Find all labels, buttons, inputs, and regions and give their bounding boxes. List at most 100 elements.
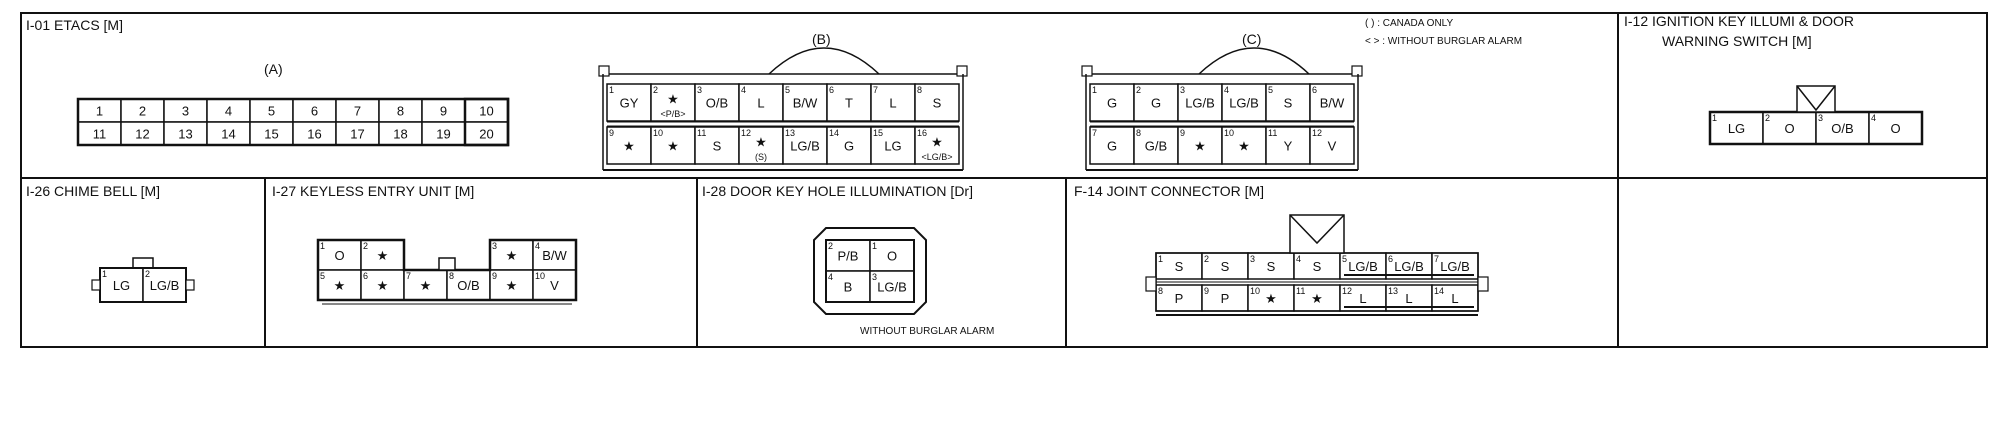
terminal-wire-color: S bbox=[1175, 259, 1184, 274]
terminal-cell-box bbox=[1177, 126, 1223, 165]
terminal-pin-number: 3 bbox=[1250, 254, 1255, 264]
terminal-wire-color: ★ bbox=[667, 139, 679, 154]
terminal-cell: 9★ bbox=[1177, 126, 1223, 165]
terminal-pin-number: 5 bbox=[1342, 254, 1347, 264]
terminal-cell: 1O bbox=[317, 239, 362, 271]
terminal-pin-number: 1 bbox=[102, 269, 107, 279]
terminal-number: 9 bbox=[440, 104, 447, 119]
terminal-cell: 10 ★ bbox=[650, 126, 696, 165]
terminal-cell: 9★ bbox=[606, 126, 652, 165]
terminal-cell-box bbox=[1265, 126, 1311, 165]
terminal-cell: 4B bbox=[825, 270, 871, 303]
terminal-cell: 6T bbox=[826, 83, 872, 122]
panel-i28-door-key-hole-illumination: I-28 DOOR KEY HOLE ILLUMINATION [Dr] 2P/… bbox=[702, 183, 994, 337]
terminal-cell-box bbox=[870, 83, 916, 122]
terminal-cell: 5S bbox=[1265, 83, 1311, 122]
terminal-cell: 16★<LG/B> bbox=[914, 126, 960, 165]
terminal-number: 8 bbox=[397, 104, 404, 119]
terminal-cell: 2O bbox=[1762, 111, 1817, 145]
terminal-pin-number: 15 bbox=[873, 128, 883, 138]
terminal-wire-color: LG/B bbox=[150, 278, 180, 293]
terminal-cell-box bbox=[1089, 83, 1135, 122]
connector-i28-outline bbox=[825, 239, 915, 303]
terminal-pin-number: 1 bbox=[609, 85, 614, 95]
terminal-cell: 3LG/B bbox=[869, 270, 915, 303]
i28-note-without-burglar-alarm: WITHOUT BURGLAR ALARM bbox=[860, 326, 994, 337]
terminal-cell: 6B/W bbox=[1309, 83, 1355, 122]
terminal-pin-number: 4 bbox=[1224, 85, 1229, 95]
terminal-wire-color: S bbox=[713, 139, 722, 154]
terminal-wire-color: S bbox=[1313, 259, 1322, 274]
terminal-wire-color: LG/B bbox=[877, 280, 907, 295]
terminal-pin-number: 3 bbox=[1818, 113, 1823, 123]
terminal-pin-number: 8 bbox=[449, 271, 454, 281]
terminal-pin-number: 3 bbox=[1180, 85, 1185, 95]
terminal-wire-color: LG/B bbox=[1440, 259, 1470, 274]
terminal-cell: 1O bbox=[869, 239, 915, 272]
terminal-pin-number: 11 bbox=[697, 128, 706, 138]
terminal-pin-number: 1 bbox=[1712, 113, 1717, 123]
terminal-pin-number: 9 bbox=[1180, 128, 1185, 138]
terminal-cell: 10★ bbox=[1247, 284, 1295, 312]
terminal-pin-number: 10 bbox=[653, 128, 663, 138]
terminal-wire-color: O bbox=[334, 248, 344, 263]
terminal-wire-color: ★ bbox=[667, 92, 679, 107]
terminal-wire-color: ★ bbox=[755, 135, 767, 150]
terminal-pin-number: 3 bbox=[872, 272, 877, 282]
connector-b-label: (B) bbox=[812, 31, 831, 47]
panel-title-i12-line1: I-12 IGNITION KEY ILLUMI & DOOR bbox=[1624, 13, 1854, 29]
terminal-cell-box bbox=[1133, 83, 1179, 122]
terminal-pin-number: 6 bbox=[363, 271, 368, 281]
terminal-sub-label: <P/B> bbox=[660, 109, 685, 119]
terminal-cell: 7L bbox=[870, 83, 916, 122]
legend-without-burglar-alarm: < > : WITHOUT BURGLAR ALARM bbox=[1365, 36, 1522, 47]
terminal-cell: 12★(S) bbox=[738, 126, 784, 165]
terminal-cell-box bbox=[914, 83, 960, 122]
terminal-pin-number: 4 bbox=[741, 85, 746, 95]
terminal-cell: 2LG/B bbox=[142, 267, 187, 303]
terminal-pin-number: 13 bbox=[785, 128, 795, 138]
terminal-pin-number: 6 bbox=[1312, 85, 1317, 95]
terminal-pin-number: 2 bbox=[363, 241, 368, 251]
terminal-pin-number: 2 bbox=[1136, 85, 1141, 95]
connector-lock-tab bbox=[132, 257, 154, 269]
terminal-cell: 2★ bbox=[360, 239, 405, 271]
terminal-number: 2 bbox=[139, 104, 146, 119]
terminal-wire-color: ★ bbox=[623, 139, 635, 154]
terminal-wire-color: L bbox=[1359, 291, 1366, 306]
terminal-cell-box bbox=[606, 83, 652, 122]
terminal-cell: 8S bbox=[914, 83, 960, 122]
terminal-number: 4 bbox=[225, 104, 232, 119]
terminal-number: 16 bbox=[307, 127, 321, 142]
terminal-cell: 7G bbox=[1089, 126, 1135, 165]
terminal-number: 15 bbox=[264, 127, 278, 142]
terminal-pin-number: 8 bbox=[1158, 286, 1163, 296]
terminal-pin-number: 1 bbox=[320, 241, 325, 251]
terminal-wire-color: V bbox=[1328, 139, 1337, 154]
terminal-cell: 2G bbox=[1133, 83, 1179, 122]
terminal-wire-color: LG bbox=[113, 278, 130, 293]
terminal-pin-number: 2 bbox=[653, 85, 658, 95]
connector-lock-arc bbox=[1198, 47, 1310, 75]
panel-title-i26: I-26 CHIME BELL [M] bbox=[26, 183, 160, 199]
terminal-pin-number: 10 bbox=[1250, 286, 1260, 296]
terminal-pin-number: 6 bbox=[829, 85, 834, 95]
terminal-wire-color: LG/B bbox=[790, 139, 820, 154]
terminal-cell: 4LG/B bbox=[1221, 83, 1267, 122]
terminal-pin-number: 7 bbox=[406, 271, 411, 281]
terminal-wire-color: L bbox=[1451, 291, 1458, 306]
terminal-cell: 2 ★ <P/B> bbox=[650, 83, 696, 122]
connector-lock-box bbox=[1289, 214, 1345, 254]
connector-latch-tab bbox=[1351, 65, 1363, 77]
terminal-wire-color: LG/B bbox=[1229, 96, 1259, 111]
terminal-cell: 10★ bbox=[1221, 126, 1267, 165]
terminal-cell: 9★ bbox=[489, 269, 534, 301]
terminal-number: 19 bbox=[436, 127, 450, 142]
terminal-cell-box bbox=[914, 126, 960, 165]
terminal-pin-number: 11 bbox=[1296, 286, 1305, 296]
terminal-wire-color: O bbox=[1890, 121, 1900, 136]
